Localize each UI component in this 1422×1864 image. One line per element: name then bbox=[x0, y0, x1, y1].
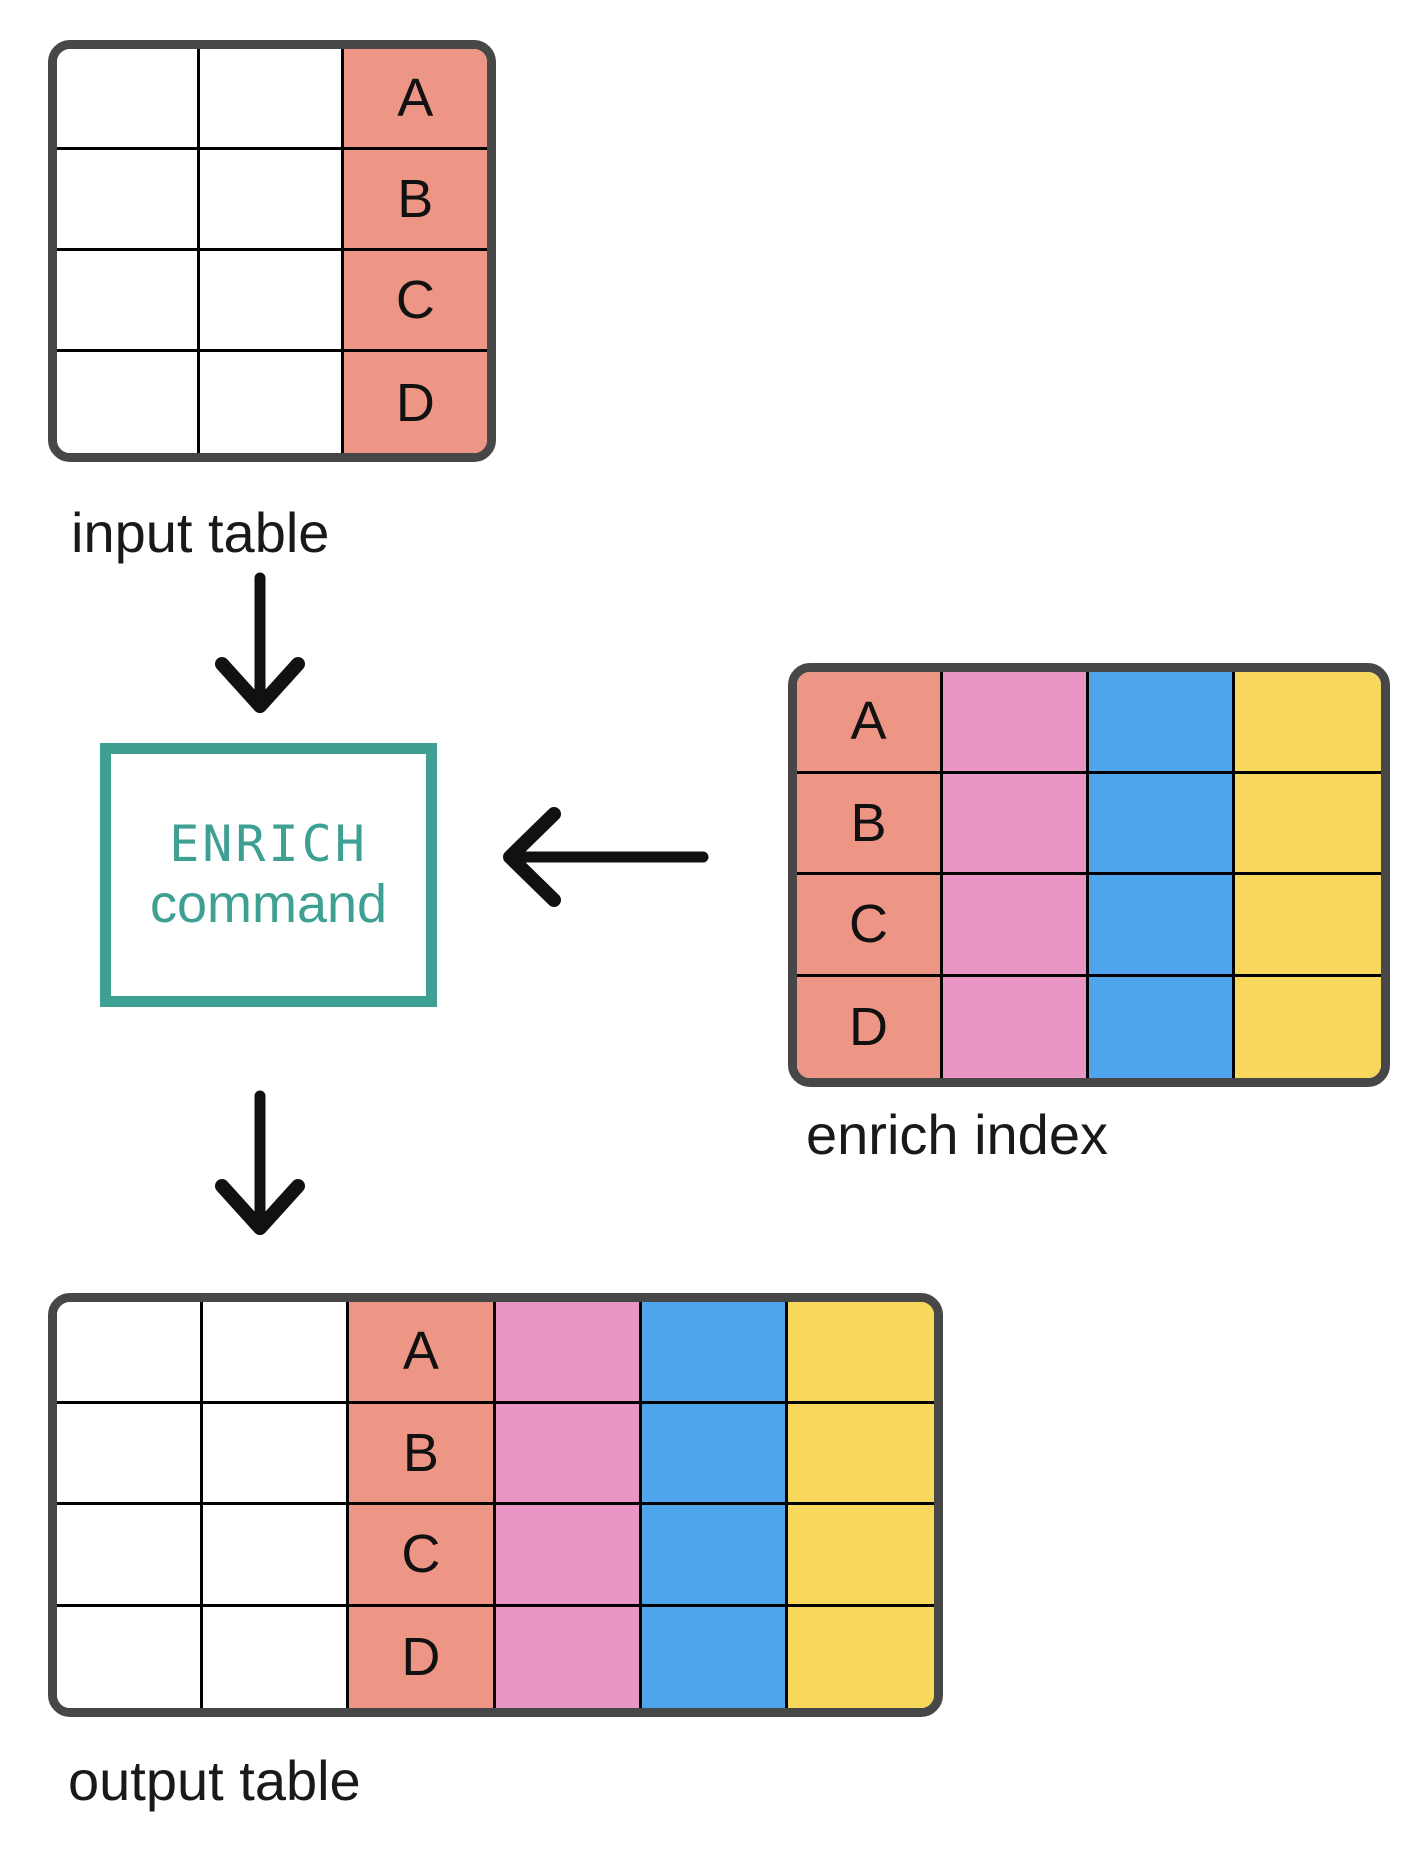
table-cell bbox=[57, 49, 201, 150]
table-cell bbox=[495, 1505, 642, 1607]
arrow-left-index-to-command-icon bbox=[503, 807, 709, 907]
table-cell bbox=[203, 1302, 350, 1404]
table-cell bbox=[203, 1606, 350, 1708]
table-cell bbox=[787, 1302, 934, 1404]
table-cell bbox=[787, 1403, 934, 1505]
table-cell bbox=[1235, 875, 1381, 977]
table-cell bbox=[943, 773, 1089, 875]
input-table-label: input table bbox=[71, 501, 330, 564]
enrich-index-label: enrich index bbox=[806, 1103, 1108, 1166]
key-cell: D bbox=[349, 1606, 496, 1708]
table-cell bbox=[57, 1302, 204, 1404]
enrich-command-title: ENRICH bbox=[169, 815, 368, 873]
table-cell bbox=[1089, 875, 1235, 977]
table-cell bbox=[943, 875, 1089, 977]
table-cell bbox=[57, 1505, 204, 1607]
table-cell bbox=[641, 1606, 788, 1708]
key-cell: D bbox=[343, 352, 487, 453]
key-cell: C bbox=[343, 251, 487, 352]
table-cell bbox=[495, 1606, 642, 1708]
table-cell bbox=[787, 1505, 934, 1607]
table-cell bbox=[200, 251, 344, 352]
table-cell bbox=[943, 672, 1089, 774]
enrich-command-box: ENRICH command bbox=[100, 743, 437, 1007]
table-cell bbox=[200, 150, 344, 251]
table-cell bbox=[57, 1606, 204, 1708]
table-cell bbox=[1089, 976, 1235, 1078]
table-cell bbox=[1089, 773, 1235, 875]
enrich-command-subtitle: command bbox=[149, 874, 388, 934]
table-cell bbox=[1235, 773, 1381, 875]
key-cell: B bbox=[343, 150, 487, 251]
table-cell bbox=[57, 150, 201, 251]
key-cell: B bbox=[797, 773, 943, 875]
key-cell: B bbox=[349, 1403, 496, 1505]
key-cell: A bbox=[349, 1302, 496, 1404]
key-cell: D bbox=[797, 976, 943, 1078]
table-cell bbox=[57, 352, 201, 453]
table-cell bbox=[943, 976, 1089, 1078]
arrow-down-command-to-output-icon bbox=[215, 1090, 305, 1235]
table-cell bbox=[641, 1403, 788, 1505]
table-cell bbox=[203, 1403, 350, 1505]
table-cell bbox=[787, 1606, 934, 1708]
table-cell bbox=[57, 1403, 204, 1505]
key-cell: A bbox=[797, 672, 943, 774]
table-cell bbox=[495, 1403, 642, 1505]
table-cell bbox=[641, 1505, 788, 1607]
key-cell: C bbox=[797, 875, 943, 977]
table-cell bbox=[495, 1302, 642, 1404]
output-table-label: output table bbox=[68, 1749, 361, 1812]
table-cell bbox=[200, 49, 344, 150]
table-cell bbox=[1235, 672, 1381, 774]
table-cell bbox=[1235, 976, 1381, 1078]
key-cell: A bbox=[343, 49, 487, 150]
table-cell bbox=[203, 1505, 350, 1607]
table-cell bbox=[1089, 672, 1235, 774]
table-cell bbox=[57, 251, 201, 352]
arrow-down-input-to-command-icon bbox=[215, 572, 305, 713]
key-cell: C bbox=[349, 1505, 496, 1607]
table-cell bbox=[641, 1302, 788, 1404]
table-cell bbox=[200, 352, 344, 453]
